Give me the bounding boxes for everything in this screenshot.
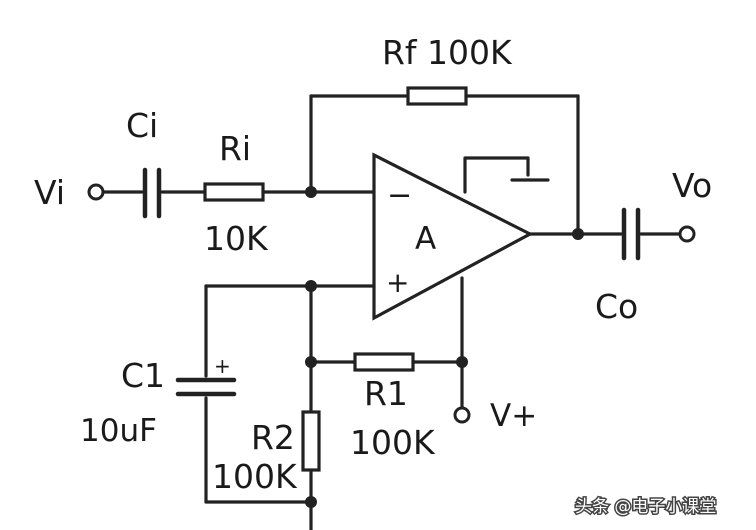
label-r1-value: 100K [350,423,436,462]
r2-resistor [301,410,321,472]
label-vi: Vi [34,173,65,212]
label-c1-value: 10uF [80,413,157,449]
label-r2-value: 100K [212,457,298,496]
node-inverting [305,186,317,198]
vplus-terminal [453,406,471,424]
vi-terminal [87,183,105,201]
label-ri-value: 10K [204,219,269,258]
label-c1: C1 [121,356,165,395]
label-plus: + [386,266,409,299]
node-noninverting [305,280,317,292]
rf-resistor [406,86,468,106]
label-vplus: V+ [490,398,537,434]
node-output [572,228,584,240]
label-opamp: A [415,221,436,257]
node-bottom [305,496,317,508]
opamp-ground-lead [463,156,530,194]
label-r2: R2 [251,418,295,457]
node-r1-left [305,356,317,368]
label-c1-polarity: + [214,354,231,378]
r1-resistor [353,352,415,372]
opamp-triangle [372,152,534,321]
vo-terminal [678,225,696,243]
label-ci: Ci [126,106,158,145]
label-rf: Rf 100K [382,33,513,72]
label-vo: Vo [672,166,712,205]
ri-resistor [203,182,265,202]
label-r1: R1 [364,374,408,413]
watermark: 头条 @电子小课堂 [575,497,716,517]
label-ri: Ri [219,129,251,168]
node-r1-right [456,356,468,368]
label-minus: − [387,178,412,213]
label-co: Co [595,287,638,326]
